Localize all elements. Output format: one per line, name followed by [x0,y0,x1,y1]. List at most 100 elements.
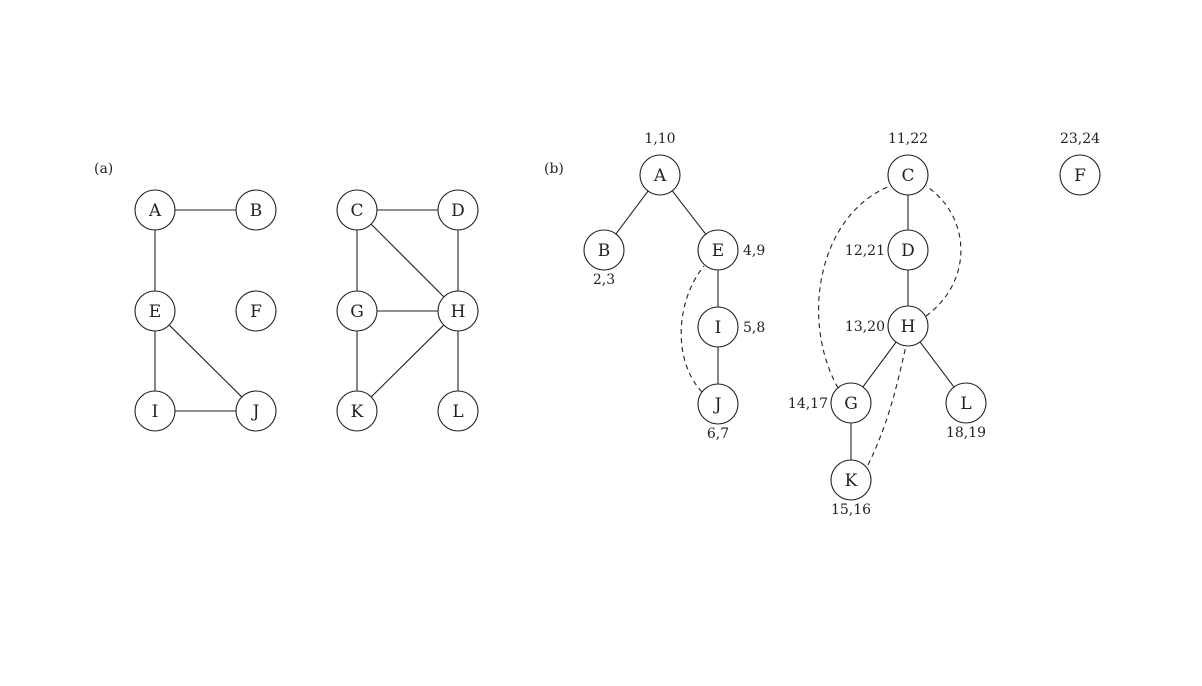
node-label: H [901,317,916,337]
node-circle [336,290,378,332]
node-label: A [653,166,667,186]
node-circle [639,154,681,196]
node-a-e: E [134,290,176,332]
labels-layer: (a) (b) [94,161,564,177]
node-label: L [452,402,463,422]
node-a-i: I [134,390,176,432]
node-a-h: H [437,290,479,332]
node-circle [887,154,929,196]
node-b-b: B [583,229,625,271]
edge-b-a-e [671,190,707,235]
edge-b-a-b [615,190,649,235]
node-circle [437,390,479,432]
node-circle [887,305,929,347]
node-label: I [715,318,722,338]
times-label-j: 6,7 [707,426,729,442]
node-a-a: A [134,189,176,231]
edge-a-c-h [370,223,445,298]
panel-b-label: (b) [544,161,564,177]
node-b-f: F [1059,154,1101,196]
node-circle [336,189,378,231]
node-label: L [960,394,971,414]
node-circle [437,189,479,231]
node-a-d: D [437,189,479,231]
times-label-h: 13,20 [845,319,885,335]
node-label: F [1074,166,1086,186]
node-circle [235,189,277,231]
node-b-i: I [697,306,739,348]
node-label: G [844,394,858,414]
edge-b-h-l [919,341,955,388]
back-edge-k-h [867,345,907,466]
times-label-g: 14,17 [788,396,828,412]
node-circle [697,306,739,348]
times-label-k: 15,16 [831,502,871,518]
node-circle [437,290,479,332]
node-label: E [712,241,724,261]
edge-b-h-g [862,341,897,388]
node-b-d: D [887,229,929,271]
node-label: K [845,471,858,491]
back-edge-j-e [680,265,705,393]
node-label: K [351,402,364,422]
times-label-i: 5,8 [743,320,765,336]
node-label: E [149,302,161,322]
node-b-l: L [945,382,987,424]
node-a-g: G [336,290,378,332]
node-label: A [148,201,162,221]
node-circle [336,390,378,432]
node-circle [1059,154,1101,196]
node-b-k: K [830,459,872,501]
node-circle [887,229,929,271]
node-label: F [250,302,262,322]
back-edge-h-c [925,185,962,317]
times-label-e: 4,9 [743,243,765,259]
node-label: G [350,302,364,322]
node-b-g: G [830,382,872,424]
node-a-c: C [336,189,378,231]
node-b-e: E [697,229,739,271]
node-b-a: A [639,154,681,196]
node-b-h: H [887,305,929,347]
edge-a-e-j [168,324,243,398]
node-circle [945,382,987,424]
node-circle [697,229,739,271]
node-circle [697,383,739,425]
times-label-a: 1,10 [644,131,675,147]
node-a-b: B [235,189,277,231]
node-circle [134,189,176,231]
edges-layer [154,185,962,466]
node-circle [583,229,625,271]
edge-a-h-k [370,324,445,398]
node-a-j: J [235,390,277,432]
node-label: J [713,395,722,415]
node-label: B [250,201,263,221]
node-label: D [451,201,465,221]
node-circle [134,290,176,332]
node-label: C [901,166,914,186]
node-circle [235,290,277,332]
node-circle [134,390,176,432]
node-label: I [152,402,159,422]
node-label: D [901,241,915,261]
node-label: H [451,302,466,322]
node-circle [830,459,872,501]
node-circle [235,390,277,432]
node-b-c: C [887,154,929,196]
times-label-c: 11,22 [888,131,928,147]
times-label-b: 2,3 [593,272,615,288]
node-label: J [251,402,260,422]
times-label-f: 23,24 [1060,131,1100,147]
times-label-d: 12,21 [845,243,885,259]
node-label: C [350,201,363,221]
back-edge-g-c [818,185,891,389]
panel-a-label: (a) [94,161,113,177]
node-circle [830,382,872,424]
times-label-l: 18,19 [946,425,986,441]
node-label: B [598,241,611,261]
node-a-k: K [336,390,378,432]
node-b-j: J [697,383,739,425]
node-a-l: L [437,390,479,432]
